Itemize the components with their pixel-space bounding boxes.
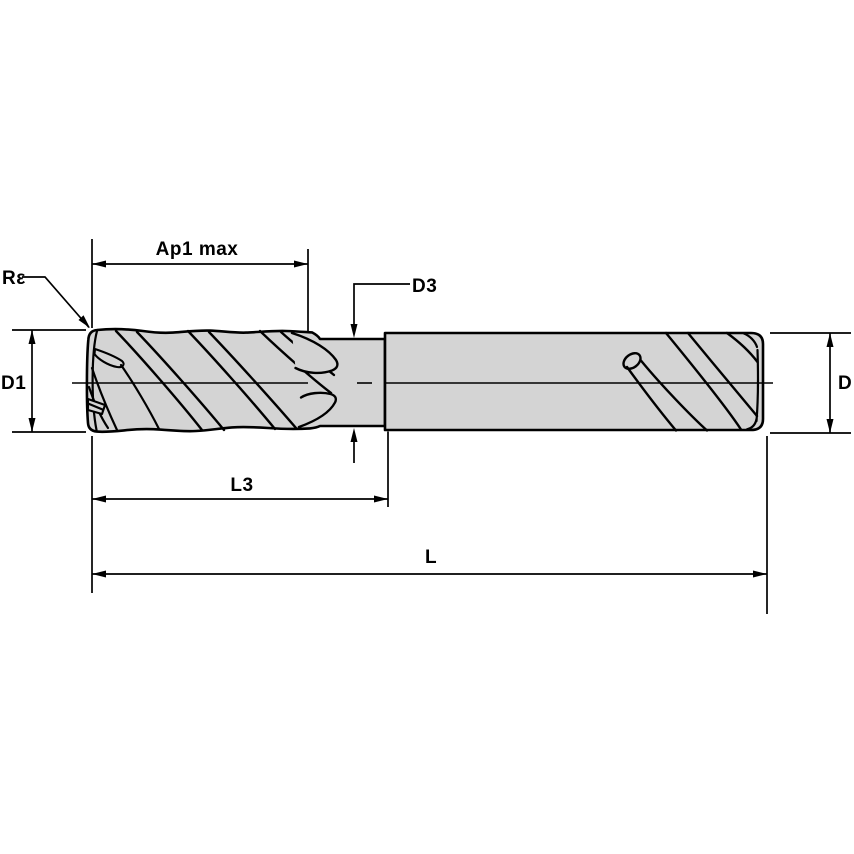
arrowhead	[374, 495, 388, 503]
arrowhead	[826, 419, 834, 433]
shank-section	[383, 331, 765, 432]
helix-line	[114, 329, 204, 432]
helix-line	[135, 330, 226, 432]
arrowhead	[28, 330, 36, 344]
arrowhead	[92, 260, 106, 268]
helix-line	[639, 358, 709, 432]
lower-tongue	[297, 391, 338, 429]
end-face-arc	[91, 329, 99, 432]
arrowhead	[92, 495, 106, 503]
dim-d1: D1	[1, 329, 86, 433]
d1-label: D1	[1, 373, 26, 394]
shank-end-edge	[755, 348, 760, 423]
d-label: D	[838, 373, 852, 394]
ap1-max-label: Ap1 max	[156, 239, 239, 260]
leader-line	[22, 276, 90, 329]
dim-l3: L3	[91, 431, 389, 593]
end-gash-lower-line	[86, 402, 104, 411]
helix-line	[686, 331, 759, 418]
leader-line	[353, 283, 410, 331]
arrowhead	[92, 570, 106, 578]
helix-line	[207, 330, 298, 430]
flute-runout-tongues	[290, 331, 339, 429]
helix-line	[725, 331, 759, 364]
end-gash-line	[119, 363, 161, 431]
corner-radius-label: Rε	[2, 268, 26, 289]
end-face-details	[86, 329, 161, 432]
arrowhead	[826, 333, 834, 347]
dim-ap1-max: Ap1 max	[91, 239, 309, 331]
arrowhead	[350, 428, 358, 442]
helix-runout-cap	[622, 352, 642, 370]
arrowhead	[294, 260, 308, 268]
corner-arc-bottom	[745, 417, 758, 431]
d3-label: D3	[412, 276, 437, 297]
helix-line	[186, 329, 277, 431]
l3-label: L3	[230, 475, 253, 496]
arrowhead	[78, 315, 90, 328]
arrowhead	[28, 418, 36, 432]
helix-line	[90, 366, 119, 432]
upper-tongue	[290, 331, 339, 375]
arrowhead	[753, 570, 767, 578]
dim-d: D	[770, 332, 852, 434]
corner-arc	[742, 332, 759, 349]
arrowhead	[350, 324, 358, 338]
tool-body	[85, 327, 765, 434]
helix-line	[625, 365, 678, 432]
dim-d3: D3	[350, 276, 437, 463]
leader-corner-radius: Rε	[2, 268, 90, 329]
l-label: L	[425, 547, 437, 568]
dim-l: L	[92, 436, 768, 614]
